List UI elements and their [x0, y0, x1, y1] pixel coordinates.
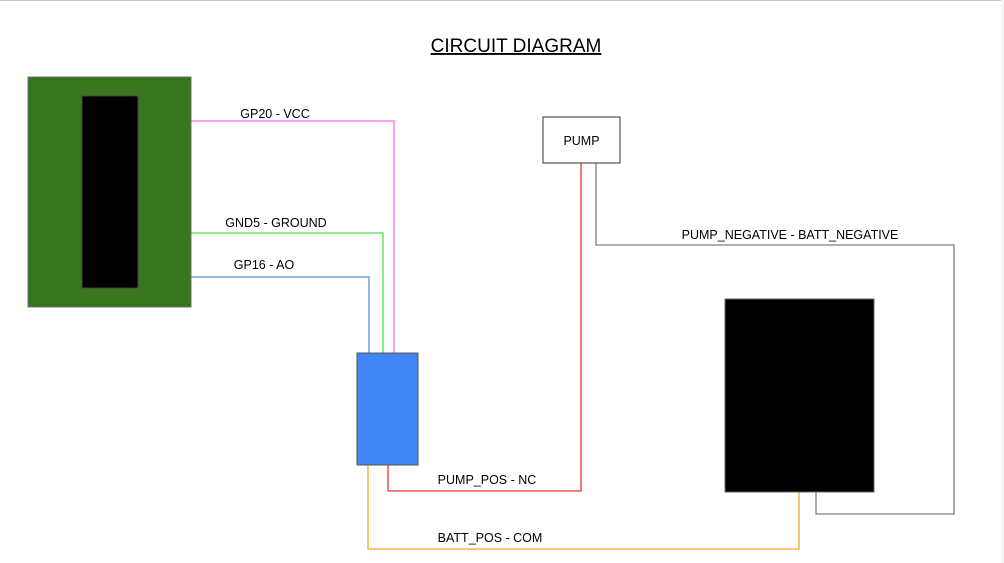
batt-pos-wire-label: BATT_POS - COM [438, 531, 543, 545]
vcc-wire-label: GP20 - VCC [240, 107, 309, 121]
pump-box[interactable] [542, 116, 621, 164]
ao-wire-label: GP16 - AO [234, 258, 295, 272]
ground-wire-label: GND5 - GROUND [225, 216, 326, 230]
vcc-wire[interactable] [191, 120, 395, 353]
pump-pos-wire[interactable] [387, 163, 582, 492]
pump-label: PUMP [563, 134, 599, 148]
canvas-right-edge [1001, 0, 1004, 563]
ground-wire[interactable] [191, 232, 384, 353]
microcontroller-chip [81, 95, 139, 289]
pump-negative-wire-label: PUMP_NEGATIVE - BATT_NEGATIVE [682, 228, 899, 242]
batt-pos-wire[interactable] [367, 465, 800, 550]
ao-wire[interactable] [191, 276, 370, 353]
canvas-top-border [0, 0, 1004, 1]
battery-box[interactable] [724, 298, 875, 493]
pump-pos-wire-label: PUMP_POS - NC [438, 473, 537, 487]
relay-module[interactable] [356, 352, 419, 466]
pump-negative-wire[interactable] [595, 163, 955, 515]
diagram-title: CIRCUIT DIAGRAM [431, 36, 602, 57]
